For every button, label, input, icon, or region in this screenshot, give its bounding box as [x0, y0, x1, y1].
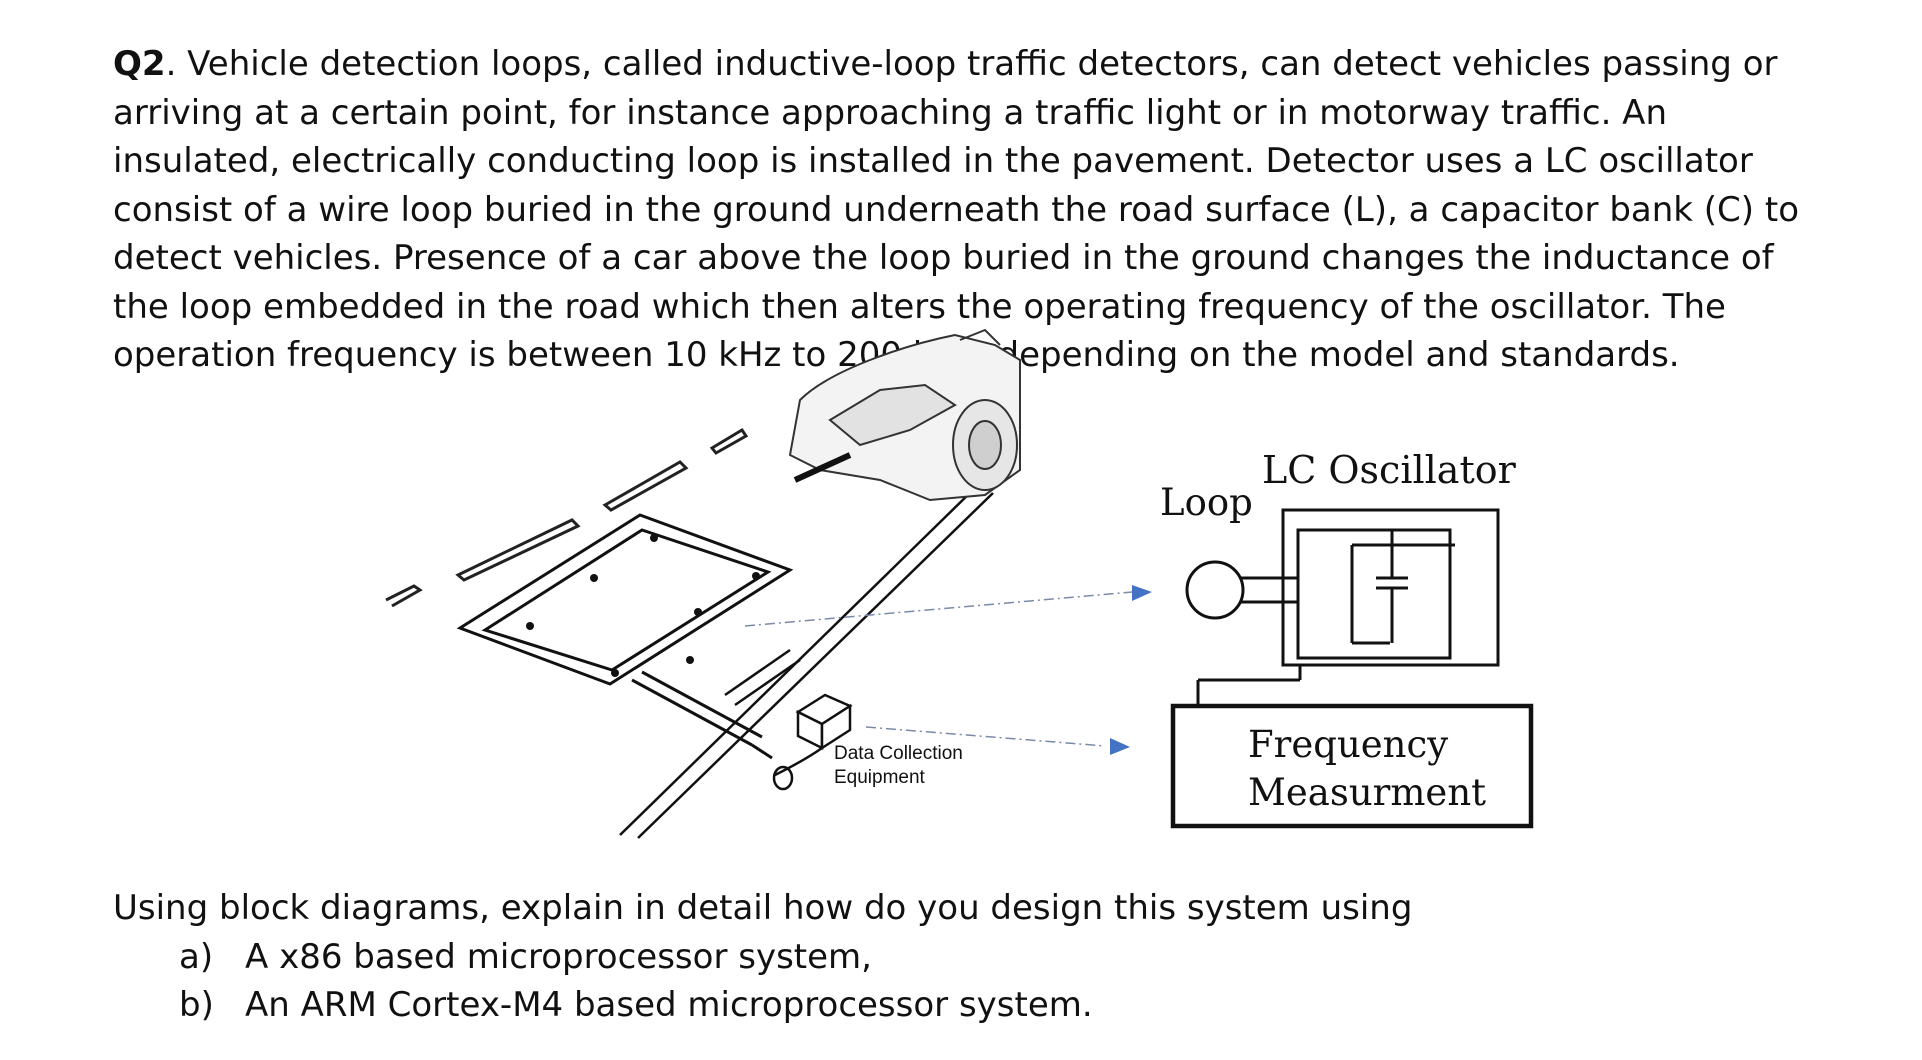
loop-label: Loop — [1160, 481, 1253, 524]
car-icon — [788, 328, 1021, 502]
loop-detector-diagram: Loop LC Oscillator Frequency Measurment … — [0, 320, 1922, 860]
question-number: Q2 — [113, 44, 166, 84]
inductive-loop — [456, 513, 794, 760]
loop-bolts — [526, 534, 760, 677]
task-option-a: a) A x86 based microprocessor system, — [179, 933, 1813, 982]
task-option-b: b) An ARM Cortex-M4 based microprocessor… — [179, 981, 1813, 1030]
arrow-to-measurement-icon — [1110, 738, 1130, 755]
task-option-b-label: b) — [179, 985, 214, 1025]
lc-oscillator-label: LC Oscillator — [1262, 448, 1517, 492]
task-option-b-text: An ARM Cortex-M4 based microprocessor sy… — [245, 985, 1093, 1025]
task-section: Using block diagrams, explain in detail … — [113, 884, 1813, 1030]
road-edges — [619, 487, 994, 839]
lc-oscillator-schematic — [1185, 508, 1500, 705]
equipment-label-line2: Equipment — [834, 767, 926, 788]
task-intro: Using block diagrams, explain in detail … — [113, 888, 1413, 928]
frequency-label: Frequency — [1248, 723, 1448, 766]
arrow-to-loop-icon — [1132, 585, 1152, 601]
data-collection-box-icon — [772, 693, 853, 791]
task-option-a-label: a) — [179, 936, 214, 977]
frequency-measurement-block — [1170, 703, 1534, 829]
equipment-label-line1: Data Collection — [834, 743, 963, 764]
measurement-label: Measurment — [1248, 771, 1486, 814]
task-option-a-text: A x86 based microprocessor system, — [245, 936, 872, 977]
dashed-connectors — [744, 591, 1133, 747]
lane-markings — [385, 427, 749, 608]
